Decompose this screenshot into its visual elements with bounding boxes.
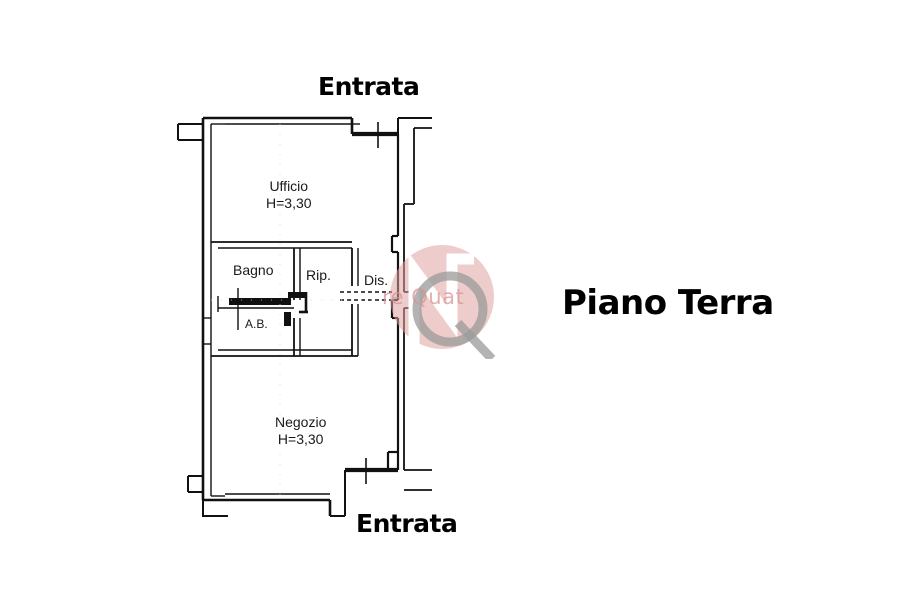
room-label-negozio: Negozio H=3,30: [275, 414, 326, 448]
room-label-antibagno: A.B.: [245, 316, 268, 333]
ufficio-bottom-wall: [211, 241, 352, 249]
room-height-ufficio: H=3,30: [266, 195, 312, 211]
entrance-label-top: Entrata: [318, 72, 420, 101]
room-name-negozio: Negozio: [275, 414, 327, 430]
bathroom-fixtures: [217, 288, 308, 330]
door-openings: [340, 291, 392, 301]
room-label-disimpegno: Dis.: [364, 272, 388, 289]
room-label-ripostiglio: Rip.: [306, 267, 331, 284]
entrance-door-top-mark: [377, 122, 379, 148]
left-exterior-wall: [177, 116, 228, 517]
faint-guides: [211, 124, 398, 496]
right-outer-offset: [403, 240, 432, 491]
room-height-negozio: H=3,30: [277, 431, 324, 447]
inner-partitions: [211, 248, 359, 357]
negozio-walls: [225, 450, 400, 517]
room-label-bagno: Bagno: [233, 262, 273, 279]
room-name-ripostiglio: Rip.: [306, 267, 331, 283]
top-exterior-wall: [225, 116, 398, 137]
room-name-ufficio: Ufficio: [269, 178, 309, 194]
right-inner-wall: [390, 134, 400, 452]
plan-walls: [177, 116, 432, 517]
room-name-antibagno: A.B.: [245, 317, 268, 331]
right-exterior-wall-top: [397, 117, 432, 240]
room-label-ufficio: Ufficio H=3,30: [266, 178, 312, 212]
page-title: Piano Terra: [562, 283, 774, 323]
entrance-label-bottom: Entrata: [356, 509, 458, 538]
room-name-disimpegno: Dis.: [364, 272, 389, 288]
room-name-bagno: Bagno: [233, 262, 274, 278]
